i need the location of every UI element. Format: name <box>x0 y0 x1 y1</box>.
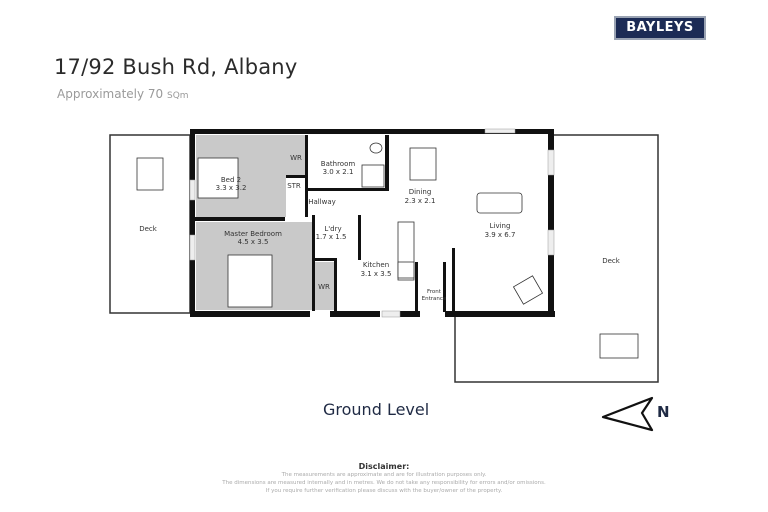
north-arrow-icon: N <box>601 396 670 432</box>
walls <box>190 129 555 317</box>
area-subtitle: Approximately 70 SQm <box>57 87 189 101</box>
window <box>189 234 196 261</box>
area-value: Approximately 70 <box>57 87 164 101</box>
bathroom-label: Bathroom <box>321 160 356 168</box>
laundry-label: L'dry <box>324 225 341 233</box>
window <box>484 128 516 134</box>
window <box>189 179 196 201</box>
kitchen-dims: 3.1 x 3.5 <box>361 270 392 278</box>
dining-table <box>409 147 437 181</box>
wr1-label: WR <box>290 154 302 162</box>
laundry-dims: 1.7 x 1.5 <box>316 233 347 241</box>
window <box>547 229 555 256</box>
stove <box>397 261 415 279</box>
deck-right-label: Deck <box>602 257 621 265</box>
bed2-dims: 3.3 x 3.2 <box>216 184 247 192</box>
toilet <box>369 142 383 154</box>
hallway-label: Hallway <box>308 198 336 206</box>
bed2-label: Bed 2 <box>221 176 241 184</box>
wr2-label: WR <box>318 283 330 291</box>
living-label: Living <box>490 222 511 230</box>
str-label: STR <box>287 182 301 190</box>
kitchen-label: Kitchen <box>363 261 389 269</box>
north-label: N <box>657 403 670 421</box>
deck-left-label: Deck <box>139 225 158 233</box>
disclaimer-title: Disclaimer: <box>358 462 410 471</box>
window <box>547 149 555 176</box>
master-bed <box>227 254 273 308</box>
wr1-floor <box>286 135 306 175</box>
area-unit: SQm <box>167 91 189 101</box>
living-dims: 3.9 x 6.7 <box>485 231 516 239</box>
deck-right <box>454 134 659 383</box>
master-dims: 4.5 x 3.5 <box>238 238 269 246</box>
disclaimer-line: The dimensions are measured internally a… <box>222 480 546 486</box>
level-label: Ground Level <box>323 400 430 419</box>
deck-left-table <box>136 157 164 191</box>
front-label: Front <box>427 289 442 295</box>
bed2-bed <box>197 157 239 199</box>
bathroom-dims: 3.0 x 2.1 <box>323 168 354 176</box>
bayleys-logo: BAYLEYS <box>614 16 706 40</box>
wr2-floor <box>314 262 334 310</box>
armchair <box>512 275 544 305</box>
entrance-label: Entrance <box>422 296 447 302</box>
dining-label: Dining <box>409 188 432 196</box>
property-title: 17/92 Bush Rd, Albany <box>54 55 298 79</box>
master-label: Master Bedroom <box>224 230 282 238</box>
dining-dims: 2.3 x 2.1 <box>405 197 436 205</box>
disclaimer-line: The measurements are approximate and are… <box>281 472 487 478</box>
shower <box>361 164 385 188</box>
window <box>381 310 401 318</box>
disclaimer-line: If you require further verification plea… <box>265 488 503 494</box>
deck-right-table <box>599 333 639 359</box>
north-indicator: N <box>600 393 670 437</box>
sofa <box>476 192 523 214</box>
